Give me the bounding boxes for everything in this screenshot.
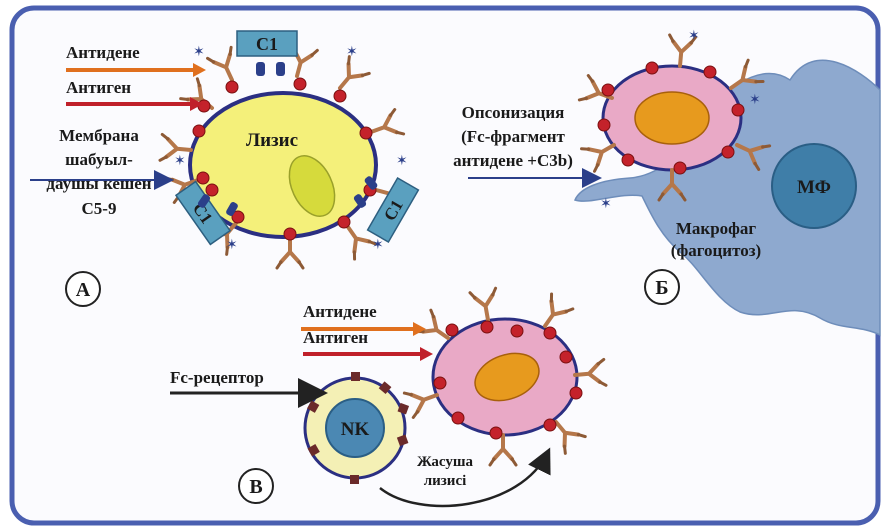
- label-antigen-c: Антиген: [303, 328, 368, 347]
- c1-complex-top: C1: [236, 30, 298, 76]
- panel-letter-b: Б: [655, 277, 668, 299]
- panel-b: МФ ✶ ✶ ✶ Опсонизация (Fc-фрагмент антидене…: [453, 28, 881, 337]
- label-antibody-c: Антидене: [303, 302, 377, 321]
- panel-a: C1 C1 C1 ✶✶✶ ✶✶✶ Антидене: [30, 30, 420, 307]
- label-opson-line2: (Fc-фрагмент: [461, 127, 565, 146]
- macrophage-nucleus: [771, 143, 857, 229]
- mf-label: МФ: [797, 177, 831, 198]
- label-opson-line3: антидене +C3b): [453, 151, 573, 170]
- panel-letter-a: A: [76, 279, 91, 301]
- macrophage-cell: [573, 59, 881, 337]
- label-antibody-a: Антидене: [66, 43, 140, 62]
- panel-c: NK Антидене Антиген Fc-рецептор Жасуша л…: [170, 286, 609, 508]
- label-lysis: Лизис: [246, 130, 298, 151]
- svg-text:✶: ✶: [749, 92, 761, 108]
- label-cell-lysis-line2: лизисі: [424, 473, 467, 489]
- cell-nucleus-a: [288, 155, 336, 217]
- panel-letter-a-circle: [65, 271, 101, 307]
- svg-text:✶: ✶: [226, 237, 238, 253]
- svg-text:✶: ✶: [688, 28, 700, 44]
- antigens-c: [433, 320, 583, 440]
- svg-text:✶: ✶: [193, 44, 205, 60]
- panel-letter-c: В: [249, 476, 262, 498]
- c1-label-top: C1: [256, 34, 278, 54]
- label-fc-receptor: Fc-рецептор: [170, 368, 264, 387]
- svg-text:✶: ✶: [600, 196, 612, 212]
- label-macrophage-line1: Макрофаг: [676, 219, 757, 238]
- c3b-marks-a: ✶ ✶ ✶ ✶ ✶ ✶: [174, 44, 408, 253]
- label-opson-line1: Опсонизация: [462, 103, 565, 122]
- svg-text:✶: ✶: [396, 153, 408, 169]
- c3b-marks-b: ✶ ✶ ✶: [600, 28, 761, 212]
- nk-label: NK: [341, 419, 370, 440]
- target-nucleus-c: [474, 352, 540, 402]
- arrow-lysis: [379, 447, 551, 508]
- svg-text:✶: ✶: [372, 237, 384, 253]
- svg-text:✶: ✶: [346, 44, 358, 60]
- label-cell-lysis-line1: Жасуша: [417, 454, 474, 470]
- label-mac-line1: Мембрана: [59, 126, 139, 145]
- svg-text:✶: ✶: [174, 153, 186, 169]
- label-mac-line2: шабуыл-: [65, 150, 133, 169]
- antigens-b: [597, 61, 745, 175]
- label-macrophage-line2: (фагоцитоз): [671, 241, 761, 260]
- opsonized-nucleus: [634, 91, 710, 145]
- label-antigen-a: Антиген: [66, 78, 131, 97]
- panel-letter-b-circle: [644, 269, 680, 305]
- antigens-a: [192, 77, 377, 241]
- label-mac-line4: C5-9: [82, 199, 117, 218]
- nk-nucleus: [325, 398, 385, 458]
- label-mac-line3: даушы кешен: [46, 174, 151, 193]
- mac-pores: [197, 176, 378, 216]
- panel-letter-c-circle: [238, 468, 274, 504]
